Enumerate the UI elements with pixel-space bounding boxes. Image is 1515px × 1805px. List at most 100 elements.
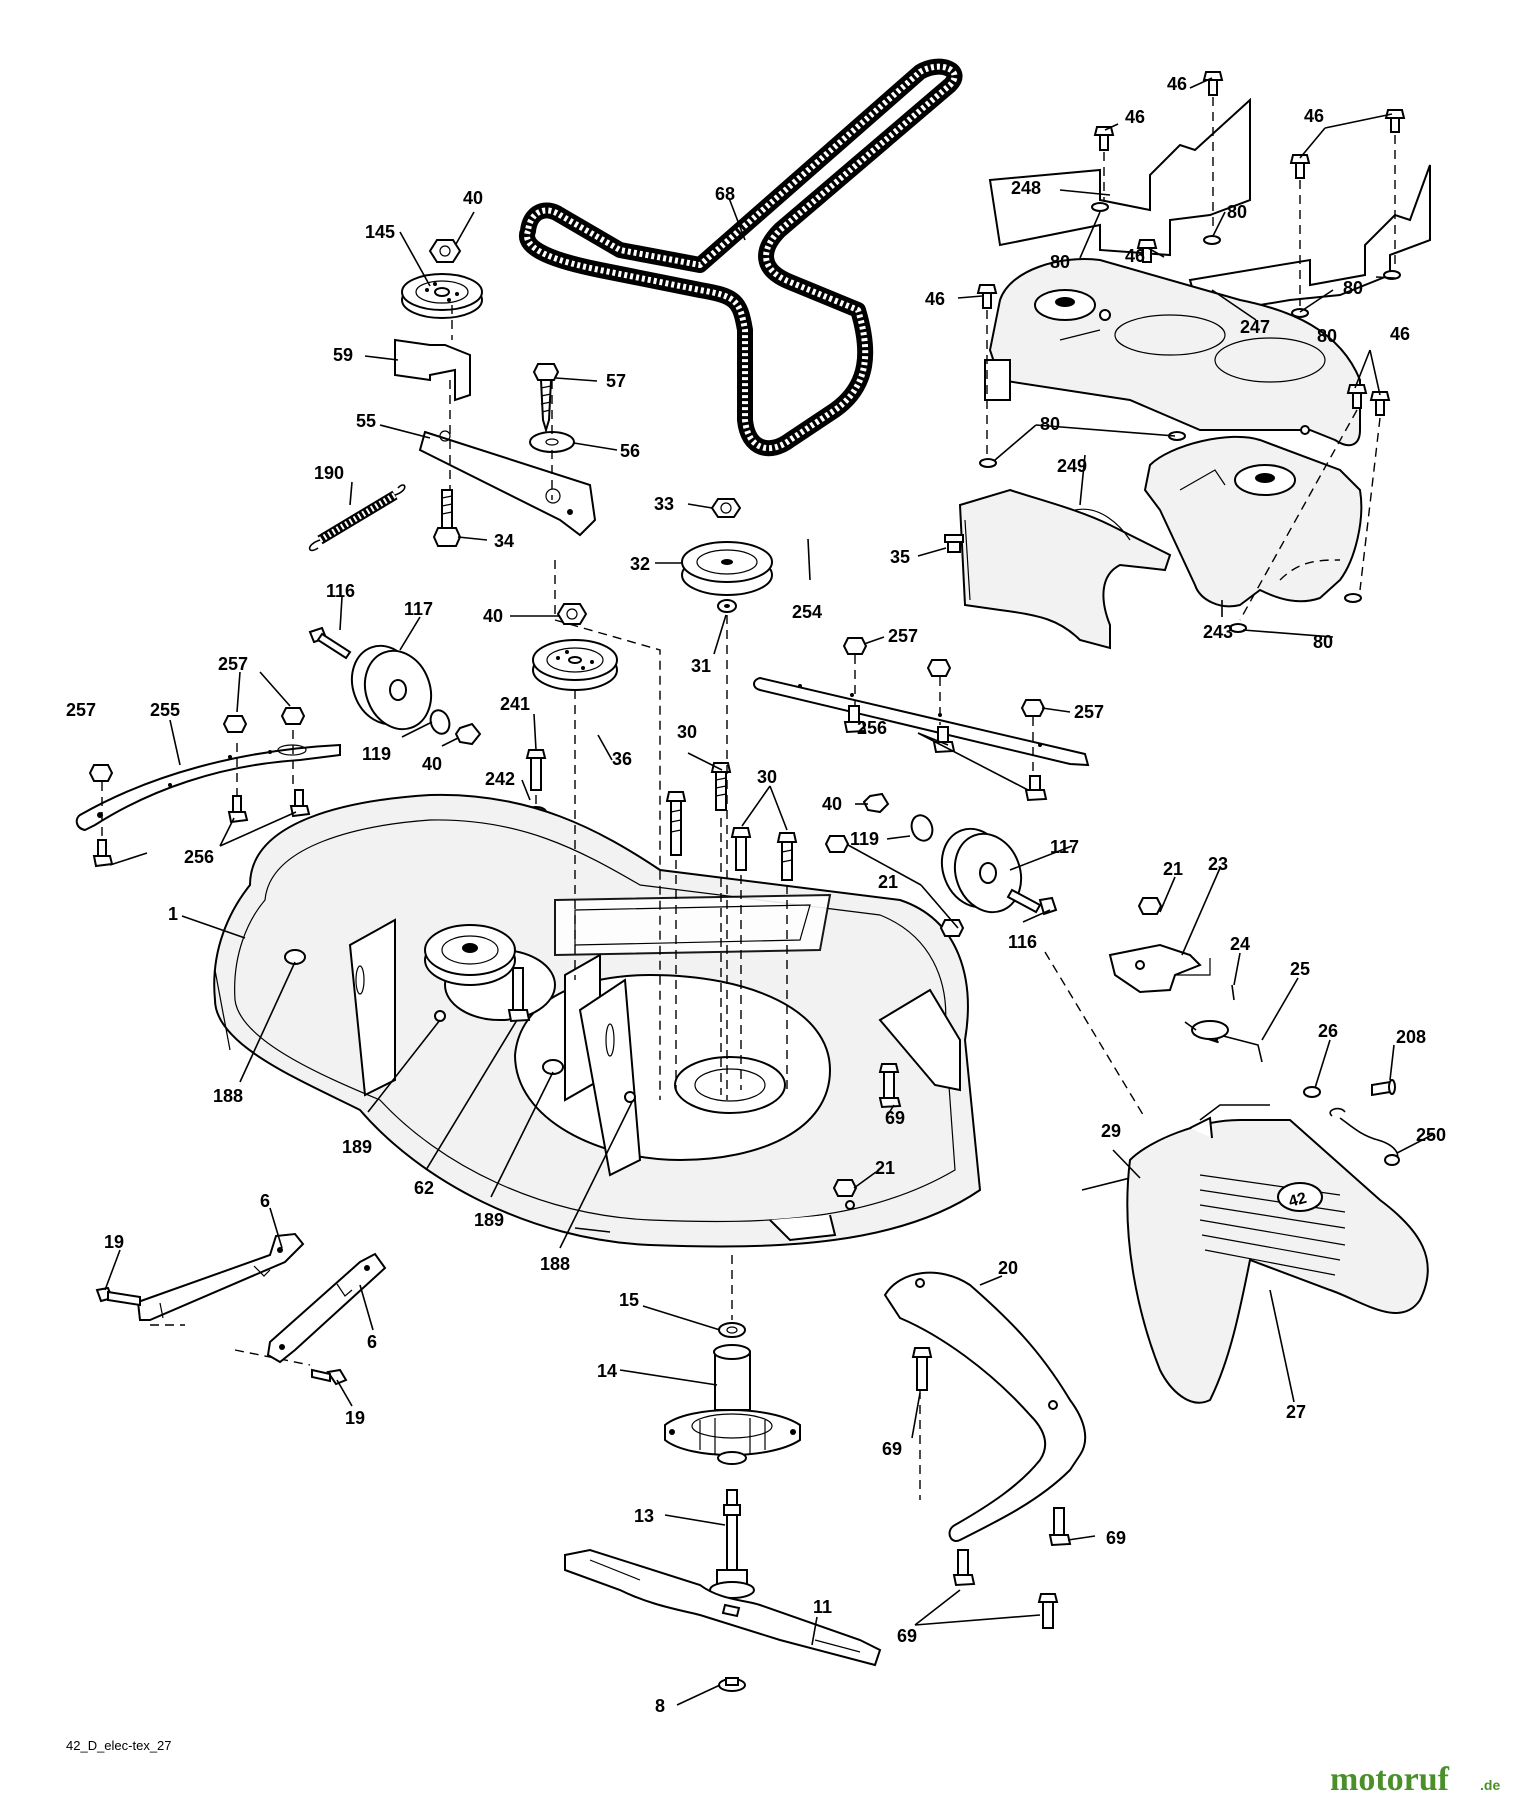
part-label: 8 bbox=[655, 1696, 665, 1716]
part-label: 30 bbox=[677, 722, 697, 742]
part-label: 11 bbox=[813, 1597, 832, 1617]
part-label: 257 bbox=[218, 654, 248, 674]
screw-208 bbox=[1371, 1079, 1396, 1097]
part-label: 80 bbox=[1317, 326, 1337, 346]
part-label: 56 bbox=[620, 441, 640, 461]
washer-26 bbox=[1303, 1086, 1321, 1098]
part-label: 247 bbox=[1240, 317, 1270, 337]
part-label: 241 bbox=[500, 694, 530, 714]
spacer-56 bbox=[529, 431, 575, 453]
wheel-bolt-116-left bbox=[308, 626, 352, 660]
part-label: 35 bbox=[890, 547, 910, 567]
part-label: 46 bbox=[1390, 324, 1410, 344]
upper-deck-shroud bbox=[984, 258, 1361, 447]
part-label: 249 bbox=[1057, 456, 1087, 476]
part-label: 80 bbox=[1227, 202, 1247, 222]
spindle-housing-14 bbox=[664, 1344, 801, 1465]
washer-119-left bbox=[429, 709, 451, 735]
svg-text:motoruf: motoruf bbox=[1330, 1761, 1450, 1798]
part-label: 13 bbox=[634, 1506, 654, 1526]
part-label: 145 bbox=[365, 222, 395, 242]
part-label: 117 bbox=[1050, 837, 1079, 857]
bolts-30 bbox=[665, 762, 798, 881]
deflector-20 bbox=[883, 1271, 1087, 1542]
diagram-code: 42_D_elec-tex_27 bbox=[66, 1738, 172, 1753]
bracket-23 bbox=[1108, 943, 1211, 994]
deflector-shroud-27 bbox=[1126, 1104, 1429, 1404]
part-label: 24 bbox=[1230, 934, 1250, 954]
bolts-69 bbox=[911, 1347, 1072, 1629]
bracket-6-lower bbox=[266, 1252, 387, 1364]
part-label: 69 bbox=[885, 1108, 905, 1128]
part-label: 257 bbox=[66, 700, 96, 720]
leader-lines bbox=[104, 77, 1435, 1706]
part-label: 46 bbox=[925, 289, 945, 309]
nuts-257-left bbox=[88, 707, 306, 782]
part-label: 46 bbox=[1125, 246, 1145, 266]
part-label: 46 bbox=[1125, 107, 1145, 127]
part-label: 248 bbox=[1011, 178, 1041, 198]
part-labels: 68 40 145 59 57 55 56 190 34 33 32 31 11… bbox=[66, 74, 1446, 1716]
nut-40-left-wheel bbox=[454, 722, 482, 746]
gauge-wheel-117-right bbox=[940, 827, 1023, 914]
screw-35 bbox=[944, 534, 964, 553]
part-label: 243 bbox=[1203, 622, 1233, 642]
part-label: 21 bbox=[878, 872, 898, 892]
part-label: 36 bbox=[612, 749, 632, 769]
part-label: 189 bbox=[474, 1210, 504, 1230]
part-label: 80 bbox=[1343, 278, 1363, 298]
spring-190 bbox=[308, 484, 406, 552]
part-label: 80 bbox=[1040, 414, 1060, 434]
part-label: 19 bbox=[104, 1232, 124, 1252]
mower-deck-1 bbox=[213, 793, 982, 1248]
part-label: 254 bbox=[792, 602, 822, 622]
shield-247 bbox=[1188, 164, 1431, 317]
idler-pulley-145 bbox=[401, 239, 483, 319]
part-label: 26 bbox=[1318, 1021, 1338, 1041]
part-label: 257 bbox=[888, 626, 918, 646]
part-label: 34 bbox=[494, 531, 514, 551]
bolts-256-left bbox=[92, 789, 311, 868]
washers-80 bbox=[979, 97, 1401, 633]
part-label: 190 bbox=[314, 463, 344, 483]
nuts-257-right bbox=[842, 637, 1046, 717]
assembly-lines bbox=[101, 305, 1146, 1500]
bolt-34 bbox=[432, 489, 462, 547]
nuts-21-deck bbox=[824, 835, 965, 1197]
pulley-32 bbox=[681, 498, 773, 613]
part-label: 116 bbox=[1008, 932, 1037, 952]
pin-24 bbox=[1231, 984, 1235, 1001]
part-label: 80 bbox=[1313, 632, 1333, 652]
part-label: 40 bbox=[483, 606, 503, 626]
shield-248 bbox=[988, 97, 1251, 257]
idler-pulley-36 bbox=[532, 603, 618, 691]
baffle-254 bbox=[753, 676, 1090, 767]
part-label: 15 bbox=[619, 1290, 639, 1310]
part-label: 40 bbox=[463, 188, 483, 208]
drive-belt bbox=[519, 58, 963, 457]
part-label: 30 bbox=[757, 767, 777, 787]
part-label: 80 bbox=[1050, 252, 1070, 272]
part-label: 55 bbox=[356, 411, 376, 431]
blade-11 bbox=[564, 1548, 882, 1667]
part-label: 40 bbox=[822, 794, 842, 814]
part-label: 188 bbox=[213, 1086, 243, 1106]
part-label: 20 bbox=[998, 1258, 1018, 1278]
part-label: 21 bbox=[1163, 859, 1183, 879]
part-label: 25 bbox=[1290, 959, 1310, 979]
part-label: 33 bbox=[654, 494, 674, 514]
idler-arm-55 bbox=[418, 430, 597, 537]
bearing-15 bbox=[718, 1322, 746, 1338]
part-label: 117 bbox=[404, 599, 433, 619]
part-label: 14 bbox=[597, 1361, 617, 1381]
part-label: 69 bbox=[897, 1626, 917, 1646]
part-label: 68 bbox=[715, 184, 735, 204]
clip-250 bbox=[1329, 1107, 1400, 1166]
bolt-62 bbox=[507, 967, 531, 1023]
part-label: 19 bbox=[345, 1408, 365, 1428]
part-label: 32 bbox=[630, 554, 650, 574]
part-label: 119 bbox=[850, 829, 879, 849]
part-label: 23 bbox=[1208, 854, 1228, 874]
